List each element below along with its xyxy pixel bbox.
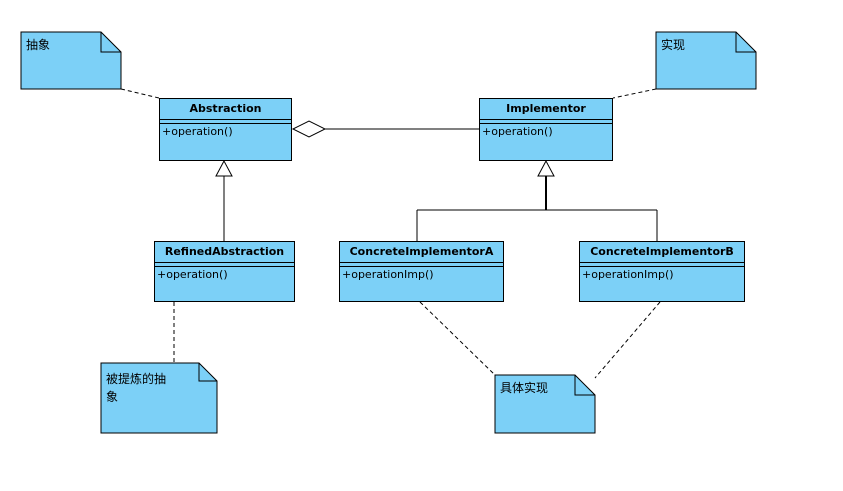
class-refined-abstraction[interactable]: RefinedAbstraction +operation(): [154, 241, 295, 302]
note-impl[interactable]: 实现: [656, 32, 736, 89]
class-concrete-implementor-b-name: ConcreteImplementorB: [580, 242, 744, 263]
aggregation-diamond: [291, 120, 327, 138]
note-refined-shape: [100, 362, 218, 434]
note-refined-text-line1: 被提炼的抽: [106, 372, 167, 386]
note-abstract-shape: [20, 31, 122, 90]
class-refined-abstraction-operation: +operation(): [157, 268, 228, 281]
class-concrete-implementor-b-operation: +operationImp(): [582, 268, 674, 281]
class-implementor-operation: +operation(): [482, 125, 553, 138]
class-implementor-name: Implementor: [480, 99, 612, 120]
note-refined-text-line2: 象: [106, 390, 119, 404]
note-refined[interactable]: 被提炼的抽 象: [101, 366, 199, 433]
class-implementor-attributes: [480, 120, 612, 124]
class-concrete-implementor-b[interactable]: ConcreteImplementorB +operationImp(): [579, 241, 745, 302]
class-refined-abstraction-attributes: [155, 263, 294, 267]
class-concrete-implementor-a-attributes: [340, 263, 503, 267]
anchor-concrete-b: [594, 301, 661, 379]
generalization-impl-arrow: [537, 159, 555, 177]
note-concrete-shape: [494, 374, 596, 434]
class-implementor[interactable]: Implementor +operation(): [479, 98, 613, 161]
anchor-concrete-a: [419, 301, 496, 376]
note-abstract[interactable]: 抽象: [21, 32, 101, 89]
class-concrete-implementor-a[interactable]: ConcreteImplementorA +operationImp(): [339, 241, 504, 302]
class-abstraction-operation: +operation(): [162, 125, 233, 138]
class-concrete-implementor-a-name: ConcreteImplementorA: [340, 242, 503, 263]
note-concrete[interactable]: 具体实现: [495, 375, 575, 433]
class-abstraction-attributes: [160, 120, 291, 124]
note-abstract-text: 抽象: [26, 38, 51, 52]
anchor-impl: [612, 88, 657, 99]
note-abstract-fold: [100, 32, 121, 53]
class-abstraction[interactable]: Abstraction +operation(): [159, 98, 292, 161]
class-refined-abstraction-name: RefinedAbstraction: [155, 242, 294, 263]
class-concrete-implementor-b-attributes: [580, 263, 744, 267]
note-concrete-text: 具体实现: [500, 381, 549, 395]
note-refined-fold: [198, 363, 217, 382]
note-impl-shape: [655, 31, 757, 90]
class-concrete-implementor-a-operation: +operationImp(): [342, 268, 434, 281]
note-concrete-fold: [574, 375, 595, 396]
note-impl-fold: [735, 32, 756, 53]
note-impl-text: 实现: [661, 38, 686, 52]
anchor-abstract: [120, 88, 160, 99]
generalization-refined-arrow: [215, 159, 233, 177]
class-abstraction-name: Abstraction: [160, 99, 291, 120]
